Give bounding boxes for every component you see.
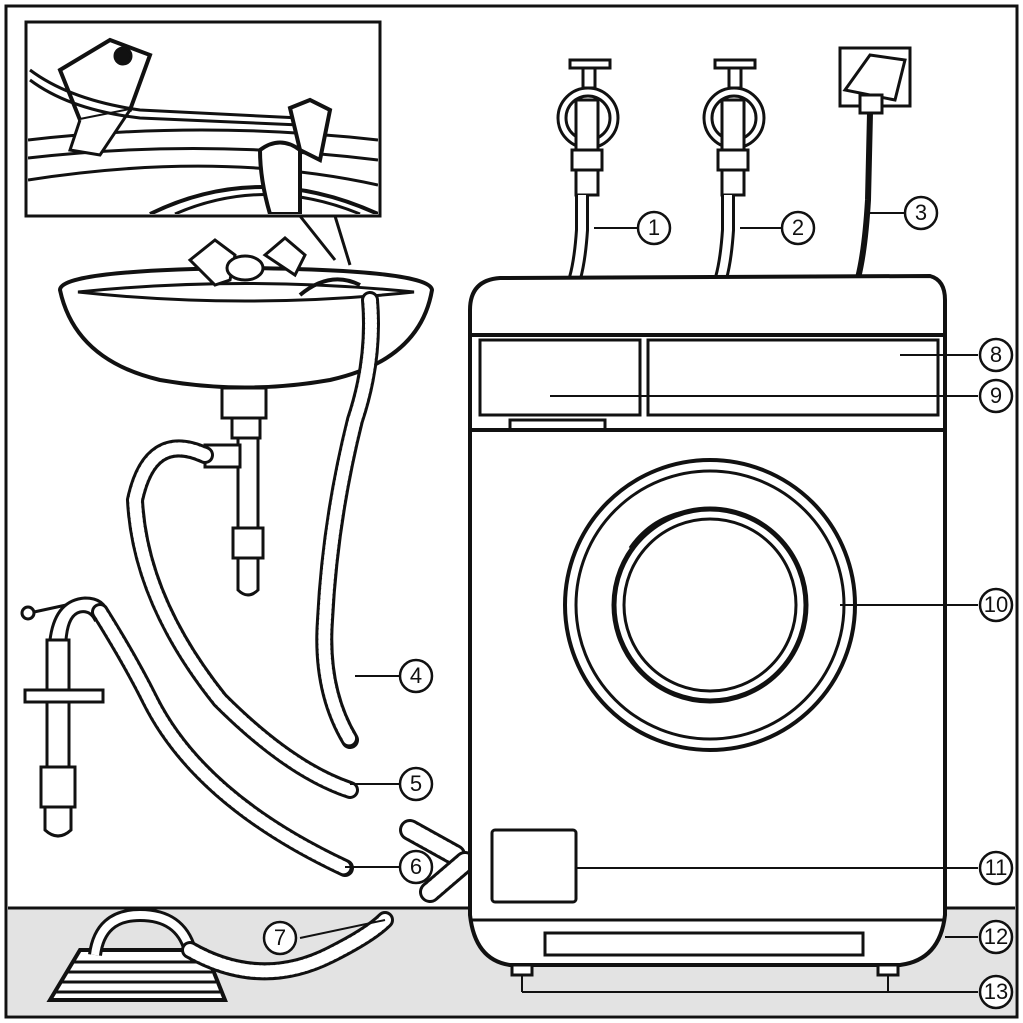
callout-11: 11 [978, 850, 1014, 886]
callout-circle [978, 378, 1014, 414]
callout-number: 1 [648, 215, 660, 240]
callout-4: 4 [398, 658, 434, 694]
callout-5: 5 [398, 766, 434, 802]
callout-circle [636, 210, 672, 246]
callout-13: 13 [978, 974, 1014, 1010]
callout-12: 12 [978, 919, 1014, 955]
callout-circle [978, 850, 1014, 886]
callout-number: 2 [792, 215, 804, 240]
callout-number: 12 [984, 924, 1008, 949]
callout-circle [978, 919, 1014, 955]
callout-number: 7 [274, 925, 286, 950]
callout-10: 10 [978, 587, 1014, 623]
callout-circle [398, 658, 434, 694]
callout-number: 9 [990, 383, 1002, 408]
callout-number: 8 [990, 342, 1002, 367]
callout-circle [780, 210, 816, 246]
callout-circle [262, 920, 298, 956]
standpipe [20, 596, 110, 838]
callout-circle [978, 587, 1014, 623]
callout-1: 1 [636, 210, 672, 246]
callout-6: 6 [398, 849, 434, 885]
callout-3: 3 [903, 195, 939, 231]
callout-number: 5 [410, 771, 422, 796]
callout-circle [978, 974, 1014, 1010]
callout-circle [903, 195, 939, 231]
callout-circle [398, 849, 434, 885]
water-tap-cold [556, 58, 620, 280]
callout-circle [978, 337, 1014, 373]
callout-number: 6 [410, 854, 422, 879]
callout-8: 8 [978, 337, 1014, 373]
power-socket [838, 46, 912, 115]
washing-machine [468, 273, 947, 977]
callout-2: 2 [780, 210, 816, 246]
callout-7: 7 [262, 920, 298, 956]
callout-number: 11 [985, 855, 1008, 880]
callout-number: 3 [915, 200, 927, 225]
callout-9: 9 [978, 378, 1014, 414]
inset-hook-closeup [24, 20, 382, 266]
callout-number: 4 [410, 663, 422, 688]
leader-lines [299, 212, 978, 993]
water-tap-hot [702, 58, 766, 280]
power-cord [855, 112, 873, 279]
wash-basin [57, 236, 435, 597]
callout-number: 13 [984, 979, 1008, 1004]
callout-number: 10 [984, 592, 1008, 617]
callout-circle [398, 766, 434, 802]
